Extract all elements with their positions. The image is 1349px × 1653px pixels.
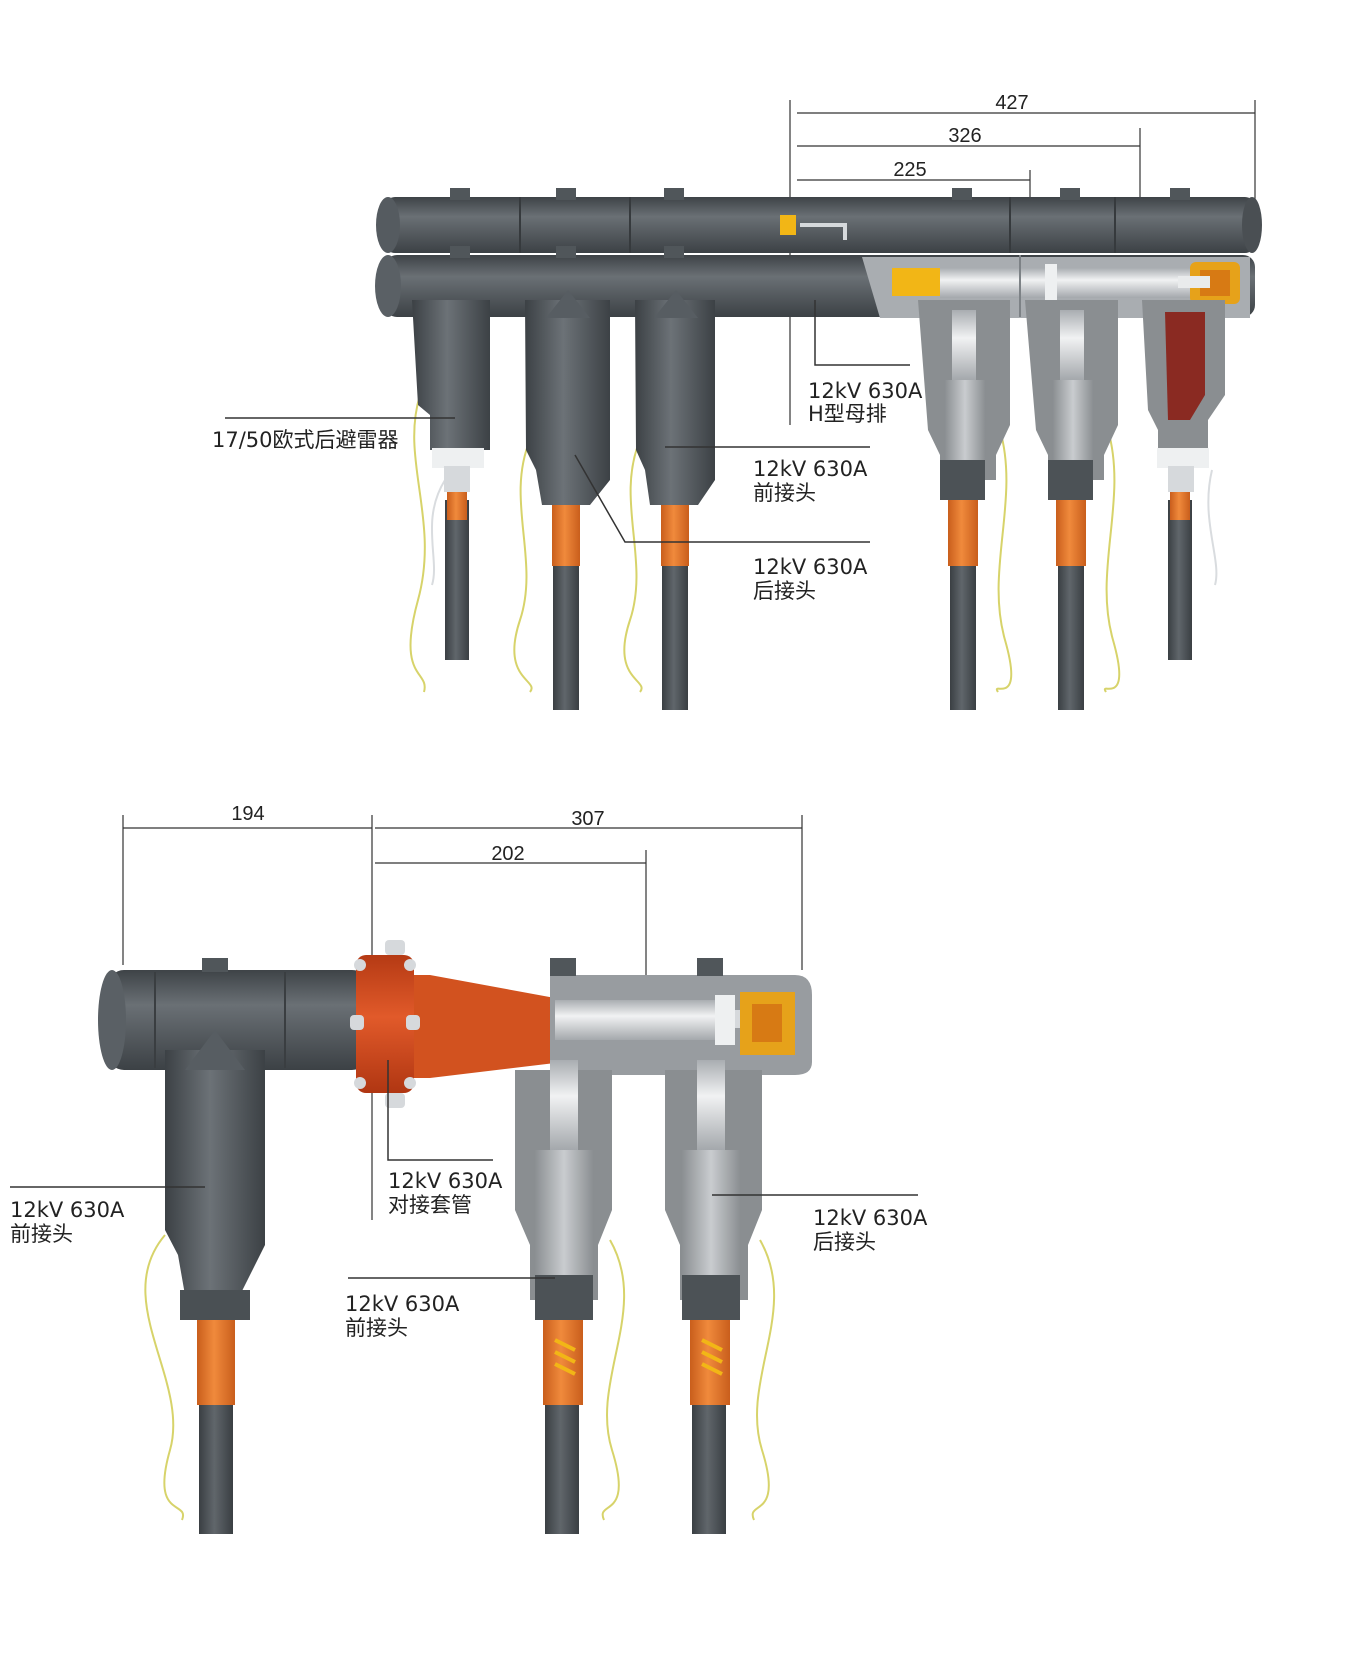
label-front-conn-line2: 前接头 [753,481,816,505]
label-bushing-line1: 12kV 630A [388,1169,503,1193]
label-bushing-line2: 对接套管 [388,1193,472,1217]
top-orange-sleeves [447,490,1190,566]
label-mid-front-line1: 12kV 630A [345,1292,460,1316]
front-connector-2 [635,290,715,505]
front-connector-1 [525,290,610,505]
bushing-flange [350,940,555,1108]
label-front-conn-line1: 12kV 630A [753,457,868,481]
back-busbar [376,188,1262,253]
label-left-front-line1: 12kV 630A [10,1198,125,1222]
top-dimension-lines [789,100,1256,425]
top-assembly: 427 326 225 [212,92,1262,710]
bottom-left-connector [98,958,368,1320]
dim-225: 225 [893,159,926,181]
label-busbar-line1: 12kV 630A [808,379,923,403]
top-cables [445,500,1192,710]
label-mid-front-line2: 前接头 [345,1316,408,1340]
top-leader-lines [225,300,910,543]
top-ground-wires [409,394,1218,693]
bottom-rear-connector-2 [665,1060,762,1320]
bottom-ground-wires [144,1234,776,1521]
dim-307: 307 [571,808,604,830]
label-arrester: 17/50欧式后避雷器 [212,428,399,452]
bottom-orange-sleeves [197,1315,730,1405]
dim-326: 326 [948,125,981,147]
label-busbar-line2: H型母排 [808,402,887,426]
label-rear-line2: 后接头 [813,1230,876,1254]
label-rear-conn-line1: 12kV 630A [753,555,868,579]
bottom-busbar [550,958,812,1075]
bottom-cables [199,1400,726,1534]
rear-connector-2 [1025,300,1118,500]
rear-connector-1 [918,300,1010,500]
arrester-left [412,300,490,492]
arrester-right [1142,300,1225,492]
label-rear-line1: 12kV 630A [813,1206,928,1230]
bottom-assembly: 194 307 202 [10,803,928,1534]
label-rear-conn-line2: 后接头 [753,579,816,603]
bottom-leader-lines [10,1060,918,1279]
dim-202: 202 [491,843,524,865]
dim-427: 427 [995,92,1028,114]
dim-194: 194 [231,803,264,825]
label-left-front-line2: 前接头 [10,1222,73,1246]
bottom-rear-connector-1 [515,1060,612,1320]
